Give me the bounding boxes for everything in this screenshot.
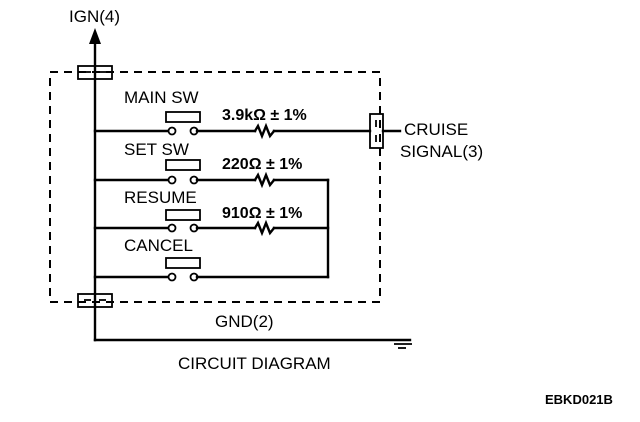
set-sw-button	[165, 159, 201, 171]
contact-icon	[167, 272, 177, 282]
cancel-label: CANCEL	[124, 236, 193, 255]
figure-code: EBKD021B	[545, 392, 613, 407]
contact-icon	[167, 223, 177, 233]
resistor-set-label: 220Ω ± 1%	[222, 156, 302, 173]
cruise-signal-connector	[369, 113, 384, 149]
gnd-label: GND(2)	[215, 312, 274, 331]
cruise-label: CRUISE	[404, 120, 468, 139]
resistor-resume-icon	[253, 219, 276, 237]
main-sw-button	[165, 111, 201, 123]
gnd-connector	[77, 293, 113, 308]
set-sw-label: SET SW	[124, 140, 189, 159]
main-sw-label: MAIN SW	[124, 88, 199, 107]
resume-label: RESUME	[124, 188, 197, 207]
resistor-resume-label: 910Ω ± 1%	[222, 205, 302, 222]
resume-button	[165, 209, 201, 221]
diagram-title: CIRCUIT DIAGRAM	[178, 354, 331, 373]
resistor-set-icon	[253, 171, 276, 189]
ign-label: IGN(4)	[69, 7, 120, 26]
contact-icon	[167, 175, 177, 185]
cancel-button	[165, 257, 201, 269]
switch-assembly-enclosure	[49, 71, 381, 303]
ign-connector	[77, 65, 113, 80]
signal-label: SIGNAL(3)	[400, 142, 483, 161]
ign-arrow-icon	[89, 28, 101, 44]
resistor-main-label: 3.9kΩ ± 1%	[222, 107, 307, 124]
contact-icon	[167, 126, 177, 136]
resistor-main-icon	[253, 122, 276, 140]
